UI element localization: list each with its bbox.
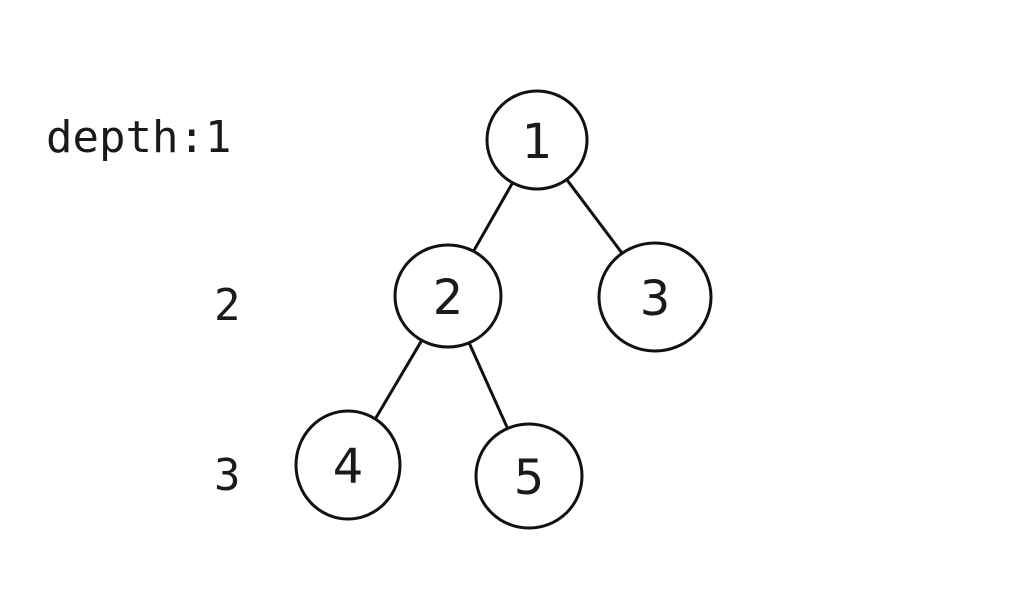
depth-label-2: 2 <box>214 280 241 331</box>
depth-label-3: 3 <box>214 450 241 501</box>
edge-n2-n4 <box>373 339 424 420</box>
tree-node-4: 4 <box>294 409 402 521</box>
node-label-4: 4 <box>333 439 364 495</box>
edges-layer <box>373 178 624 430</box>
tree-node-5: 5 <box>474 422 584 530</box>
tree-node-1: 1 <box>485 89 589 191</box>
node-label-3: 3 <box>640 271 671 327</box>
edge-n2-n5 <box>467 342 509 430</box>
tree-node-3: 3 <box>597 241 713 353</box>
node-circle-5 <box>474 422 584 530</box>
node-label-2: 2 <box>433 270 464 326</box>
node-circle-2 <box>393 243 503 349</box>
node-circle-1 <box>485 89 589 191</box>
edge-n1-n3 <box>565 178 624 255</box>
depth-label-1: depth:1 <box>46 112 231 163</box>
node-circle-4 <box>294 409 402 521</box>
node-circle-3 <box>597 241 713 353</box>
edge-n1-n2 <box>472 182 514 253</box>
tree-node-2: 2 <box>393 243 503 349</box>
node-label-1: 1 <box>522 114 553 170</box>
nodes-layer: 1 2 3 4 5 <box>294 89 713 530</box>
node-label-5: 5 <box>514 450 545 506</box>
